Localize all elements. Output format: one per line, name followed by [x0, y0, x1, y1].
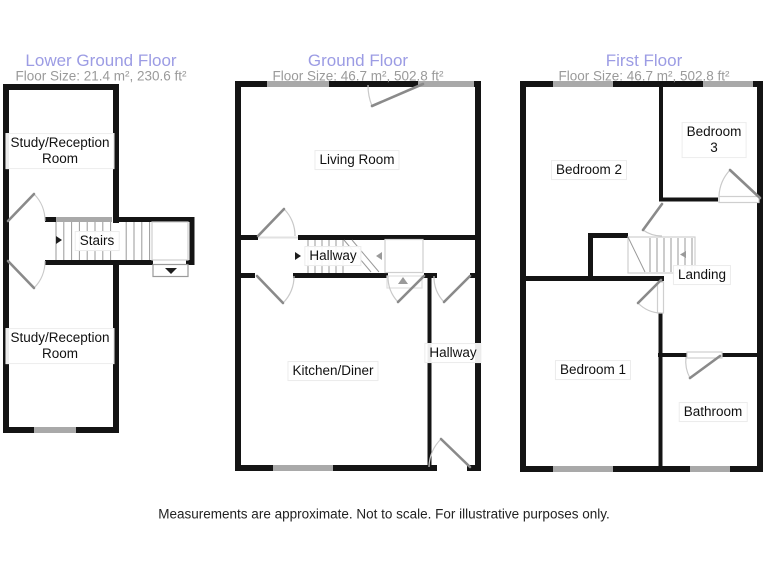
- gf-title: Ground Floor: [307, 51, 409, 70]
- door-threshold: [686, 351, 723, 359]
- door-arc: [637, 302, 662, 314]
- room-label-landing: Landing: [672, 265, 732, 285]
- room-label-living-room: Living Room: [314, 150, 400, 170]
- kitchen-door-right: [396, 274, 426, 304]
- gf-floor-size: Floor Size: 46.7 m², 502.8 ft²: [272, 68, 444, 84]
- stairs-direction-right-icon: [295, 252, 301, 260]
- stairs-direction-up-icon: [398, 277, 408, 284]
- living-room-door: [256, 207, 286, 238]
- room-label-rear-hallway: Hallway: [424, 343, 482, 363]
- door-threshold: [656, 281, 665, 314]
- bedroom1-door: [636, 278, 663, 305]
- stairs-direction-left-icon: [376, 252, 382, 260]
- door-arc: [433, 275, 445, 303]
- door-lower-study: [6, 259, 36, 290]
- room-label-bathroom: Bathroom: [678, 402, 748, 422]
- stairs-direction-right-icon: [56, 236, 62, 244]
- bedroom2-door: [641, 202, 664, 232]
- bathroom-door: [688, 354, 722, 380]
- door-arc: [33, 193, 46, 222]
- room-label-bedroom-2: Bedroom 2: [550, 160, 628, 180]
- room-label-stairs: Stairs: [74, 231, 120, 251]
- door-arc: [718, 169, 731, 197]
- lgf-stairs-landing: [151, 221, 189, 261]
- gf-stairs-landing: [384, 238, 424, 274]
- lgf-floor-size: Floor Size: 21.4 m², 230.6 ft²: [15, 68, 187, 84]
- front-door: [370, 82, 425, 108]
- stairs-direction-left-icon: [680, 251, 686, 258]
- room-label-hallway: Hallway: [304, 246, 362, 266]
- room-label-kitchen-diner: Kitchen/Diner: [287, 361, 379, 381]
- room-label-study-reception-lower: Study/Reception Room: [5, 328, 115, 364]
- ff-title: First Floor: [605, 51, 683, 70]
- back-door-opening: [437, 465, 467, 471]
- back-door: [439, 437, 472, 469]
- lgf-title: Lower Ground Floor: [25, 51, 177, 70]
- rear-hallway-door: [442, 274, 472, 304]
- bedroom3-door: [728, 168, 762, 200]
- door-arc: [282, 275, 295, 304]
- room-label-bedroom-3: Bedroom 3: [681, 122, 747, 158]
- room-label-bedroom-1: Bedroom 1: [554, 360, 632, 380]
- door-arc: [33, 260, 46, 289]
- kitchen-door-left: [255, 274, 285, 305]
- ff-stairwell-walls: [588, 233, 628, 277]
- door-threshold: [718, 195, 760, 204]
- door-arc: [387, 275, 399, 303]
- door-arc: [428, 438, 442, 468]
- door-upper-study: [6, 192, 36, 223]
- ground-floor-plan: [235, 81, 481, 471]
- room-label-study-reception-upper: Study/Reception Room: [5, 133, 115, 169]
- disclaimer-text: Measurements are approximate. Not to sca…: [158, 506, 610, 522]
- door-arc: [283, 208, 296, 237]
- entrance-direction-down-icon: [165, 268, 177, 274]
- ff-floor-size: Floor Size: 46.7 m², 502.8 ft²: [558, 68, 730, 84]
